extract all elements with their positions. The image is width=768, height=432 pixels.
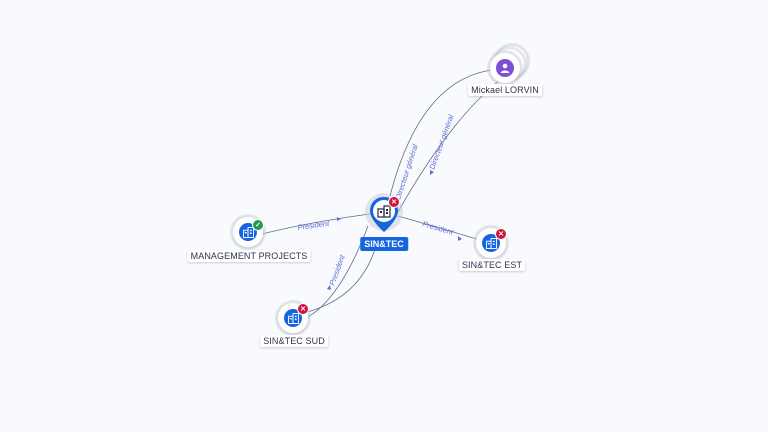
edge-label-person-center-b: Directeur général — [427, 113, 455, 170]
est-node-label: SIN&TEC EST — [458, 259, 526, 271]
edge-center-est — [397, 215, 481, 241]
edge-management-center — [261, 213, 371, 235]
management-node-label: MANAGEMENT PROJECTS — [187, 250, 311, 262]
edge-sud-center — [299, 245, 377, 315]
edge-label-center-est: President — [421, 219, 455, 237]
sud-node-label: SIN&TEC SUD — [260, 335, 328, 347]
management-node[interactable]: ✓ — [233, 217, 264, 247]
edge-person-center-a — [389, 69, 493, 197]
edge-label-management-center: President — [297, 219, 331, 232]
edge-label-sud-center: President — [327, 253, 347, 287]
person-icon — [496, 59, 514, 77]
inactive-badge-icon: ✕ — [388, 196, 400, 208]
arrow-sud-center — [327, 285, 331, 290]
inactive-badge-icon: ✕ — [297, 303, 309, 315]
active-badge-icon: ✓ — [252, 219, 264, 231]
person-node-label: Mickael LORVIN — [468, 84, 542, 96]
inactive-badge-icon: ✕ — [495, 228, 507, 240]
arrow-center-est — [458, 236, 462, 241]
arrow-management-center — [337, 217, 341, 221]
building-icon — [284, 309, 302, 327]
arrow-person-center-b — [430, 170, 434, 175]
person-node[interactable] — [490, 53, 520, 83]
center-node-label[interactable]: SIN&TEC — [360, 237, 408, 251]
sud-node[interactable]: ✕ — [278, 303, 309, 333]
center-node-pin[interactable]: ✕ — [364, 192, 404, 236]
est-node[interactable]: ✕ — [476, 228, 507, 258]
building-icon — [482, 234, 500, 252]
